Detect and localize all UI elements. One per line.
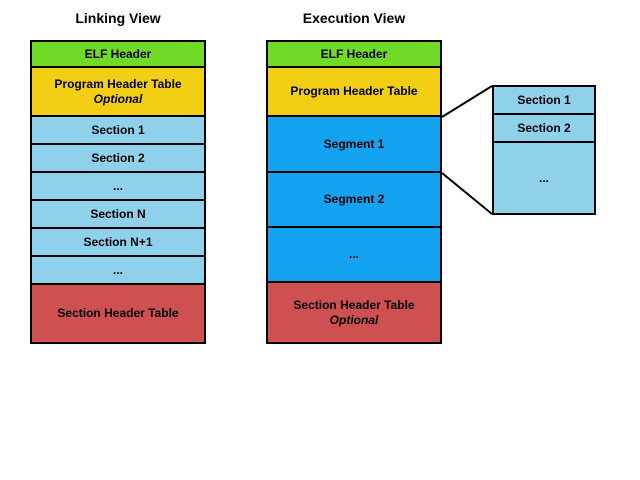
linking-row-section-n: Section N (32, 201, 204, 229)
execution-row-section-header-table: Section Header Table Optional (268, 283, 440, 342)
linking-row-section-n-label: Section N (90, 206, 146, 221)
leader-line-bottom (441, 172, 493, 215)
execution-row-segment-1-label: Segment 1 (323, 136, 385, 151)
linking-view-title: Linking View (75, 10, 161, 26)
leader-line-top (441, 85, 493, 118)
execution-row-section-header-table-sublabel: Optional (329, 312, 379, 327)
segment-detail-row-section-2: Section 2 (494, 115, 594, 143)
execution-view-column: ELF Header Program Header Table Segment … (266, 40, 442, 344)
execution-row-section-header-table-label: Section Header Table (293, 298, 415, 313)
linking-row-sections-ellipsis-1: ... (32, 173, 204, 201)
linking-row-program-header-table: Program Header Table Optional (32, 68, 204, 117)
segment-detail-row-section-2-label: Section 2 (517, 120, 571, 135)
linking-row-section-header-table-label: Section Header Table (57, 306, 179, 321)
linking-row-elf-header-label: ELF Header (84, 46, 152, 61)
execution-row-elf-header: ELF Header (268, 42, 440, 68)
execution-row-segment-2-label: Segment 2 (323, 192, 385, 207)
execution-row-segments-ellipsis: ... (268, 228, 440, 283)
execution-row-segment-1: Segment 1 (268, 117, 440, 173)
linking-row-section-2-label: Section 2 (91, 150, 145, 165)
linking-row-program-header-table-sublabel: Optional (93, 91, 143, 106)
execution-row-elf-header-label: ELF Header (320, 46, 388, 61)
segment-detail-row-section-1-label: Section 1 (517, 92, 571, 107)
segment-detail-row-section-1: Section 1 (494, 87, 594, 115)
linking-row-section-1: Section 1 (32, 117, 204, 145)
execution-row-segments-ellipsis-label: ... (348, 247, 359, 262)
linking-row-section-1-label: Section 1 (91, 122, 145, 137)
segment-detail-row-ellipsis: ... (494, 143, 594, 213)
segment-detail-box: Section 1 Section 2 ... (492, 85, 596, 215)
linking-row-sections-ellipsis-2: ... (32, 257, 204, 285)
linking-row-elf-header: ELF Header (32, 42, 204, 68)
execution-view-title: Execution View (302, 10, 406, 26)
linking-row-sections-ellipsis-2-label: ... (112, 262, 123, 277)
linking-view-column: ELF Header Program Header Table Optional… (30, 40, 206, 344)
linking-row-section-header-table: Section Header Table (32, 285, 204, 342)
linking-row-section-2: Section 2 (32, 145, 204, 173)
linking-row-section-n-plus-1: Section N+1 (32, 229, 204, 257)
execution-row-segment-2: Segment 2 (268, 173, 440, 228)
linking-row-section-n-plus-1-label: Section N+1 (83, 234, 153, 249)
execution-row-program-header-table: Program Header Table (268, 68, 440, 117)
segment-detail-row-ellipsis-label: ... (538, 170, 549, 185)
linking-row-program-header-table-label: Program Header Table (54, 77, 182, 92)
execution-row-program-header-table-label: Program Header Table (290, 84, 418, 99)
linking-row-sections-ellipsis-1-label: ... (112, 178, 123, 193)
